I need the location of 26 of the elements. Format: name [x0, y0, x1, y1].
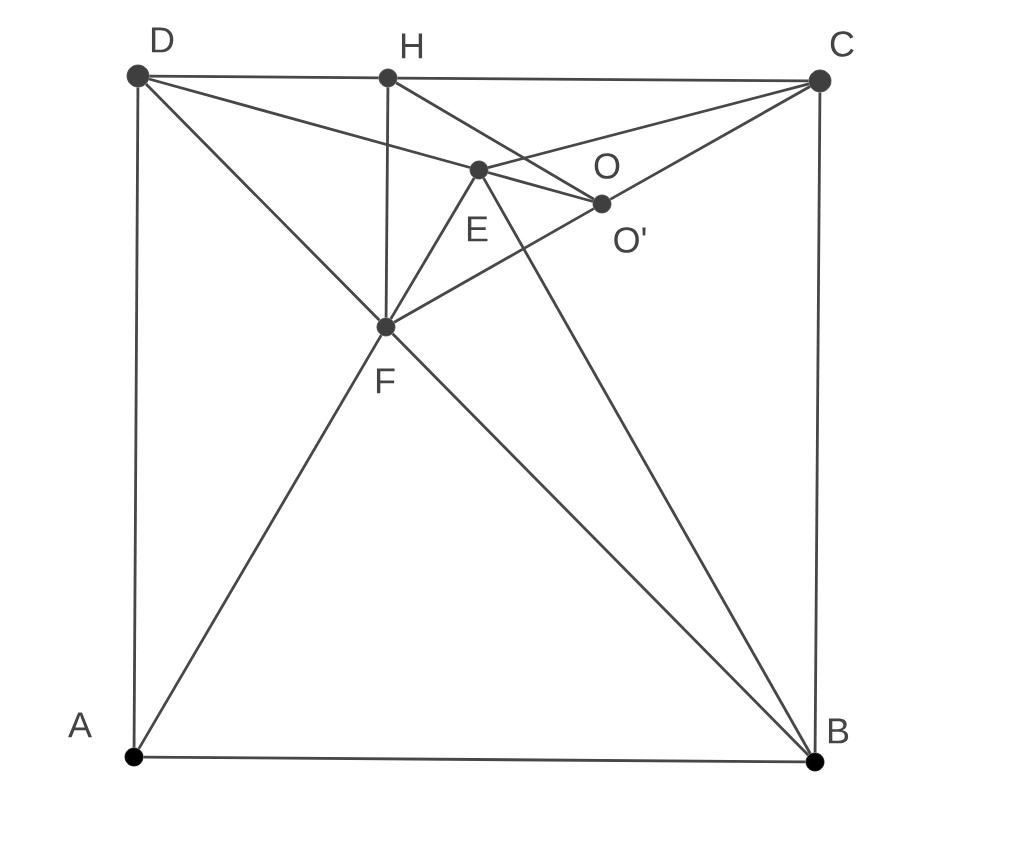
line-segment — [393, 207, 595, 324]
line-segment — [143, 755, 806, 764]
line-segment — [145, 83, 381, 322]
line-segment — [132, 87, 140, 748]
point-label: C — [830, 31, 854, 57]
point-label: O — [594, 153, 620, 179]
line-segment — [813, 92, 822, 753]
point-label: H — [401, 33, 423, 59]
line-segment — [137, 334, 383, 750]
point-label: E — [467, 216, 488, 242]
line-segment — [487, 171, 594, 203]
point-label: B — [828, 718, 849, 744]
line-segment — [487, 82, 810, 169]
line-segment — [391, 332, 810, 757]
point-label: D — [151, 27, 174, 53]
line-segment — [609, 85, 811, 201]
line-segment — [148, 77, 471, 169]
line-segment — [395, 81, 595, 201]
line-segment — [397, 76, 809, 83]
line-segment — [482, 177, 812, 755]
line-segment — [389, 177, 476, 320]
point-label: A — [68, 712, 92, 738]
point-label: F — [376, 368, 395, 394]
line-segment — [149, 74, 379, 80]
point-label: O' — [614, 227, 646, 253]
line-segment — [384, 87, 390, 318]
